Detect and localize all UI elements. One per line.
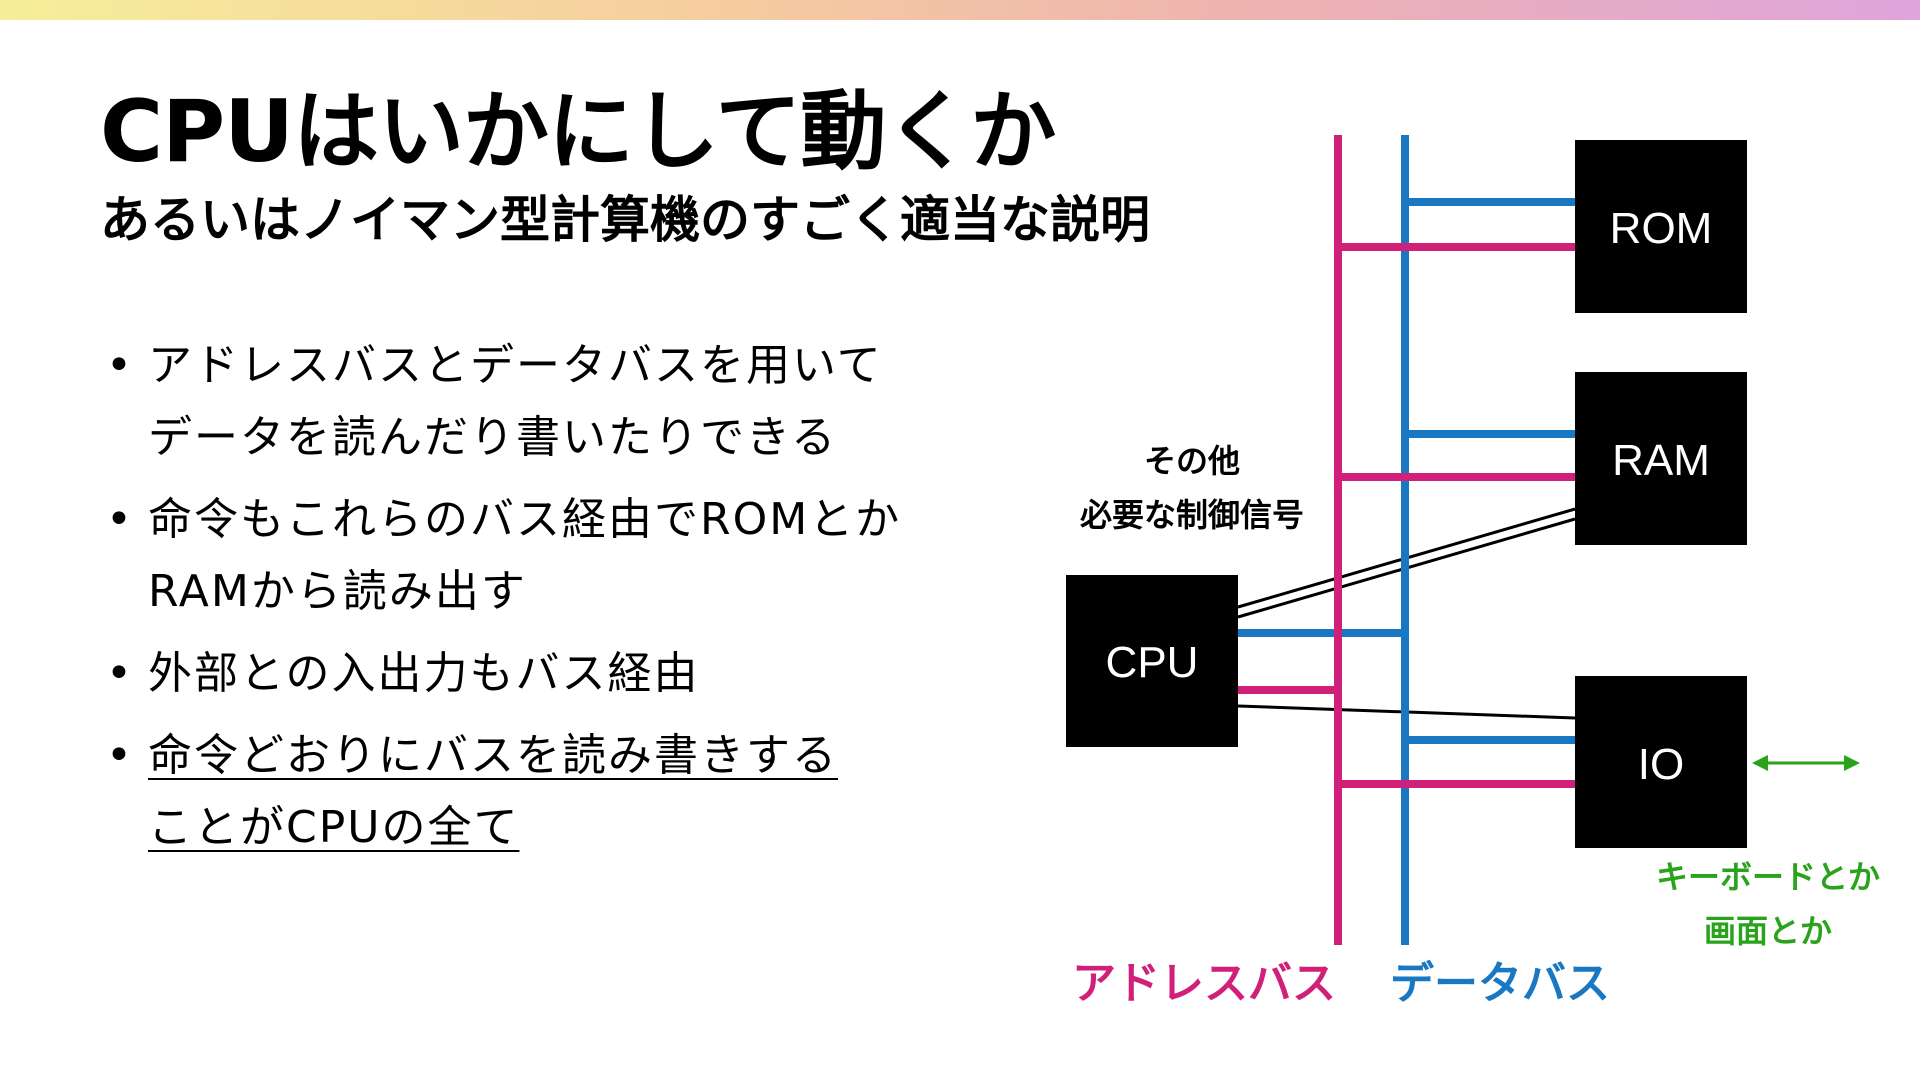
bullet-list: アドレスバスとデータバスを用いて データを読んだり書いたりできる 命令もこれらの… (100, 330, 960, 874)
ram-box (1575, 372, 1747, 545)
rom-label: ROM (1610, 204, 1713, 253)
bullet-item: 命令どおりにバスを読み書きする ことがCPUの全て (100, 720, 960, 864)
bullet-item: 外部との入出力もバス経由 (100, 638, 960, 710)
bullet-item: 命令もこれらのバス経由でROMとか RAMから読み出す (100, 484, 960, 628)
io-box (1575, 676, 1747, 848)
io-arrow-right-head (1844, 755, 1860, 771)
cpu-box (1066, 575, 1238, 747)
address-bus-label: アドレスバス (1072, 958, 1336, 1009)
data-bus-label: データバス (1390, 958, 1610, 1009)
bullet-line: 命令もこれらのバス経由でROMとか (148, 494, 902, 545)
bullet-line: アドレスバスとデータバスを用いて (148, 340, 883, 391)
cpu-label: CPU (1106, 638, 1199, 687)
bullet-line: 命令どおりにバスを読み書きする (148, 730, 838, 781)
io-arrow-left-head (1752, 755, 1768, 771)
other-signals-line2: 必要な制御信号 (1080, 496, 1304, 534)
rom-box (1575, 140, 1747, 313)
io-devices-line1: キーボードとか (1656, 858, 1880, 896)
bullet-line: ことがCPUの全て (148, 802, 520, 853)
top-gradient-bar (0, 0, 1920, 20)
other-signals-line1: その他 (1144, 442, 1240, 480)
ram-label: RAM (1612, 436, 1710, 485)
slide-title: CPUはいかにして動くか (100, 82, 1056, 182)
bullet-line: 外部との入出力もバス経由 (148, 648, 700, 699)
bullet-line: RAMから読み出す (148, 566, 527, 617)
io-label: IO (1638, 740, 1684, 789)
bullet-item: アドレスバスとデータバスを用いて データを読んだり書いたりできる (100, 330, 960, 474)
bullet-line: データを読んだり書いたりできる (148, 412, 838, 463)
slide-subtitle: あるいはノイマン型計算機のすごく適当な説明 (100, 191, 1150, 249)
io-devices-line2: 画面とか (1704, 912, 1832, 950)
